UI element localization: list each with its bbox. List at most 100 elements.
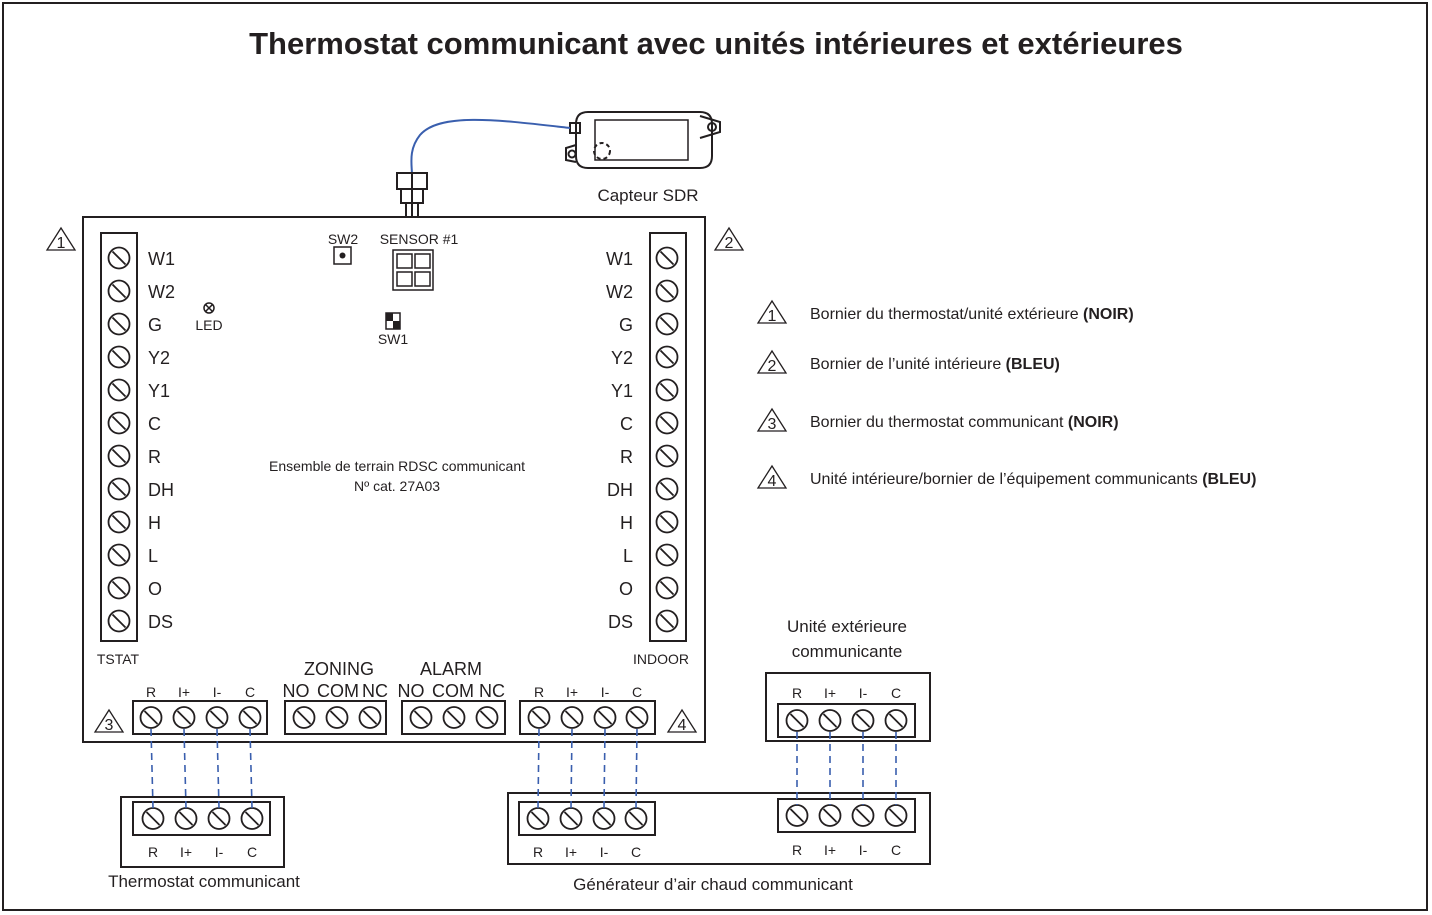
dashed-wire (635, 728, 638, 809)
thermostat-block-screw (141, 807, 165, 830)
tstat-terminal-label: G (148, 315, 162, 335)
board-name: Ensemble de terrain RDSC communicant (269, 458, 525, 474)
tstat-terminal-label: L (148, 546, 158, 566)
tstat-screw-terminal (107, 411, 131, 435)
dashed-wire (570, 728, 573, 809)
indoor-terminal-label: Y2 (611, 348, 633, 368)
indoor-screw-terminal (655, 609, 679, 633)
legend-marker-1: 1 (756, 299, 788, 325)
furnace-block-indoor-screw (559, 807, 583, 830)
indoor-comm-block-terminal-label: I- (601, 684, 610, 700)
svg-text:3: 3 (768, 416, 777, 433)
thermostat-block (132, 801, 271, 836)
sensor-cable (410, 118, 571, 176)
tstat-terminal-label: O (148, 579, 162, 599)
legend-marker-4: 4 (756, 464, 788, 490)
indoor-comm-block-screw (560, 706, 584, 729)
legend-item: Bornier de l’unité intérieure (BLEU) (810, 356, 1060, 373)
legend-marker-3: 3 (756, 407, 788, 433)
thermostat-terminal-label: C (247, 844, 257, 860)
tstat-comm-block-screw (139, 706, 163, 729)
tstat-terminal-label: Y2 (148, 348, 170, 368)
alarm-block-screw (409, 706, 433, 729)
thermostat-terminal-label: I+ (180, 844, 192, 860)
svg-text:4: 4 (678, 717, 687, 734)
dashed-wire (150, 728, 154, 809)
indoor-label: INDOOR (633, 651, 689, 667)
indoor-comm-block (519, 700, 656, 735)
dashed-wire (183, 728, 187, 809)
indoor-screw-terminal (655, 378, 679, 402)
indoor-screw-terminal (655, 477, 679, 501)
svg-text:3: 3 (105, 717, 114, 734)
outdoor-unit-block-screw (851, 709, 875, 732)
tstat-screw-terminal (107, 279, 131, 303)
tstat-screw-terminal (107, 543, 131, 567)
marker-1-triangle: 1 (45, 226, 77, 252)
furnace-label: Générateur d’air chaud communicant (573, 875, 853, 894)
outdoor-unit-block-terminal-label: R (792, 685, 802, 701)
svg-text:4: 4 (768, 473, 777, 490)
indoor-comm-block-terminal-label: C (632, 684, 642, 700)
zoning-block-screw (325, 706, 349, 729)
tstat-screw-terminal (107, 246, 131, 270)
indoor-terminal-label: W1 (606, 249, 633, 269)
indoor-screw-terminal (655, 510, 679, 534)
zoning-label: ZONING (304, 659, 374, 679)
indoor-screw-terminal (655, 444, 679, 468)
tstat-label: TSTAT (97, 651, 140, 667)
tstat-screw-terminal (107, 576, 131, 600)
outdoor-unit-block-screw (884, 709, 908, 732)
marker-2-triangle: 2 (713, 226, 745, 252)
indoor-comm-block-screw (527, 706, 551, 729)
indoor-terminal-label: Y1 (611, 381, 633, 401)
tstat-terminal-label: W2 (148, 282, 175, 302)
svg-text:2: 2 (725, 235, 734, 252)
indoor-terminal-label: DH (607, 480, 633, 500)
tstat-comm-block (132, 700, 268, 735)
furnace-terminal-label: I- (600, 844, 609, 860)
indoor-terminal-label: H (620, 513, 633, 533)
led-icon (203, 302, 215, 314)
tstat-screw-terminal (107, 345, 131, 369)
outdoor-unit-block (777, 703, 916, 738)
dashed-wire (216, 728, 220, 809)
control-board (82, 216, 706, 743)
svg-text:1: 1 (57, 235, 66, 252)
tstat-terminal-label: W1 (148, 249, 175, 269)
furnace-block-indoor-screw (624, 807, 648, 830)
indoor-comm-block-screw (593, 706, 617, 729)
furnace-block-indoor-screw (592, 807, 616, 830)
alarm-block-screw (475, 706, 499, 729)
outdoor-unit-block-screw (818, 709, 842, 732)
led-label: LED (195, 317, 222, 333)
furnace-terminal-label: I+ (565, 844, 577, 860)
tstat-terminal-label: DS (148, 612, 173, 632)
thermostat-block-screw (207, 807, 231, 830)
indoor-terminal-label: C (620, 414, 633, 434)
tstat-comm-block-terminal-label: R (146, 684, 156, 700)
board-catalog: Nº cat. 27A03 (354, 478, 440, 494)
tstat-screw-terminal (107, 444, 131, 468)
zoning-block-screw (292, 706, 316, 729)
sw2-button-dot (339, 252, 346, 259)
furnace-terminal-label: C (631, 844, 641, 860)
zoning-terminal-label: COM (317, 681, 359, 701)
legend-item: Unité intérieure/bornier de l’équipement… (810, 471, 1256, 488)
indoor-screw-terminal (655, 576, 679, 600)
tstat-comm-block-terminal-label: C (245, 684, 255, 700)
furnace-block-outdoor (777, 798, 916, 833)
svg-text:2: 2 (768, 358, 777, 375)
dashed-wire (603, 728, 606, 809)
outdoor-unit-block-terminal-label: C (891, 685, 901, 701)
tstat-screw-terminal (107, 378, 131, 402)
tstat-comm-block-screw (238, 706, 262, 729)
sensor1-connector (392, 249, 434, 291)
outdoor-unit-block-terminal-label: I- (859, 685, 868, 701)
furnace-block-outdoor-screw (851, 804, 875, 827)
sw1-dip-switch[interactable] (385, 312, 401, 330)
outdoor-unit-block-screw (785, 709, 809, 732)
indoor-terminal-strip (649, 232, 687, 642)
